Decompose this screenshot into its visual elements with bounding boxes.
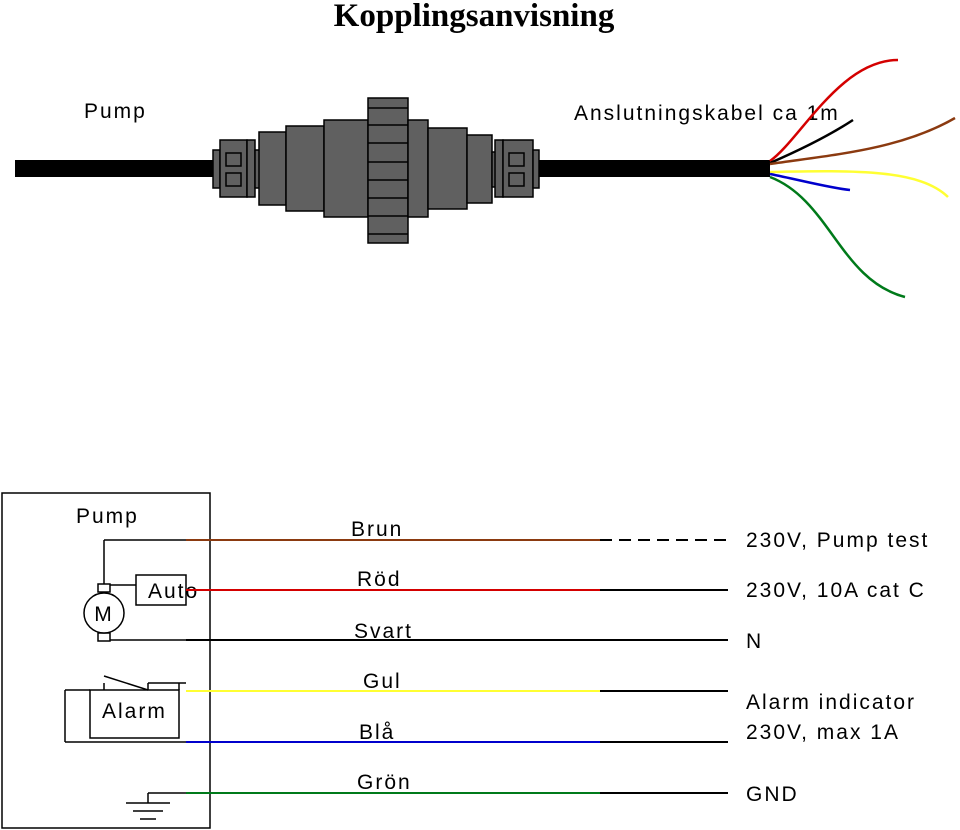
wire-label-brun: Brun bbox=[351, 518, 403, 541]
terminal-pump-test: 230V, Pump test bbox=[746, 529, 929, 552]
wire-label-bla: Blå bbox=[359, 721, 395, 744]
motor-label: M bbox=[94, 603, 114, 626]
schematic: Pump M Auto Alarm bbox=[1, 492, 929, 829]
fan-wire-yellow bbox=[769, 169, 949, 198]
wire-label-gron: Grön bbox=[357, 771, 412, 794]
fan-wire-red bbox=[769, 58, 899, 163]
connection-cable bbox=[535, 160, 770, 177]
motor-symbol bbox=[83, 592, 125, 634]
cable-label: Anslutningskabel ca 1m bbox=[574, 102, 840, 125]
fan-wire-blue bbox=[769, 172, 851, 192]
page-title: Kopplingsanvisning bbox=[334, 0, 615, 34]
pump-label: Pump bbox=[84, 100, 147, 123]
fanned-wires bbox=[769, 58, 956, 299]
wire-label-svart: Svart bbox=[354, 620, 413, 643]
pump-box bbox=[1, 492, 211, 829]
cable-illustration: Pump Anslutningskabel ca 1m bbox=[15, 58, 956, 299]
switch-contact bbox=[103, 675, 149, 691]
terminal-gnd: GND bbox=[746, 783, 799, 806]
pump-cable bbox=[15, 160, 215, 177]
alarm-label: Alarm bbox=[102, 700, 167, 723]
cable-connector bbox=[212, 97, 540, 244]
alarm-relay bbox=[64, 675, 186, 743]
terminal-supply: 230V, 10A cat C bbox=[746, 579, 926, 602]
terminal-neutral: N bbox=[746, 630, 763, 653]
wire-label-rod: Röd bbox=[357, 568, 402, 591]
ground-icon bbox=[126, 792, 186, 820]
terminal-alarm-rating: 230V, max 1A bbox=[746, 721, 900, 744]
auto-label: Auto bbox=[148, 580, 199, 603]
pump-box-label: Pump bbox=[76, 505, 139, 528]
wire-rows bbox=[186, 539, 728, 794]
terminal-alarm-indicator: Alarm indicator bbox=[746, 691, 916, 714]
fan-wire-green bbox=[769, 175, 906, 299]
fan-wire-brown bbox=[769, 116, 956, 166]
fan-wire-black bbox=[769, 118, 854, 165]
wire-label-gul: Gul bbox=[363, 670, 402, 693]
